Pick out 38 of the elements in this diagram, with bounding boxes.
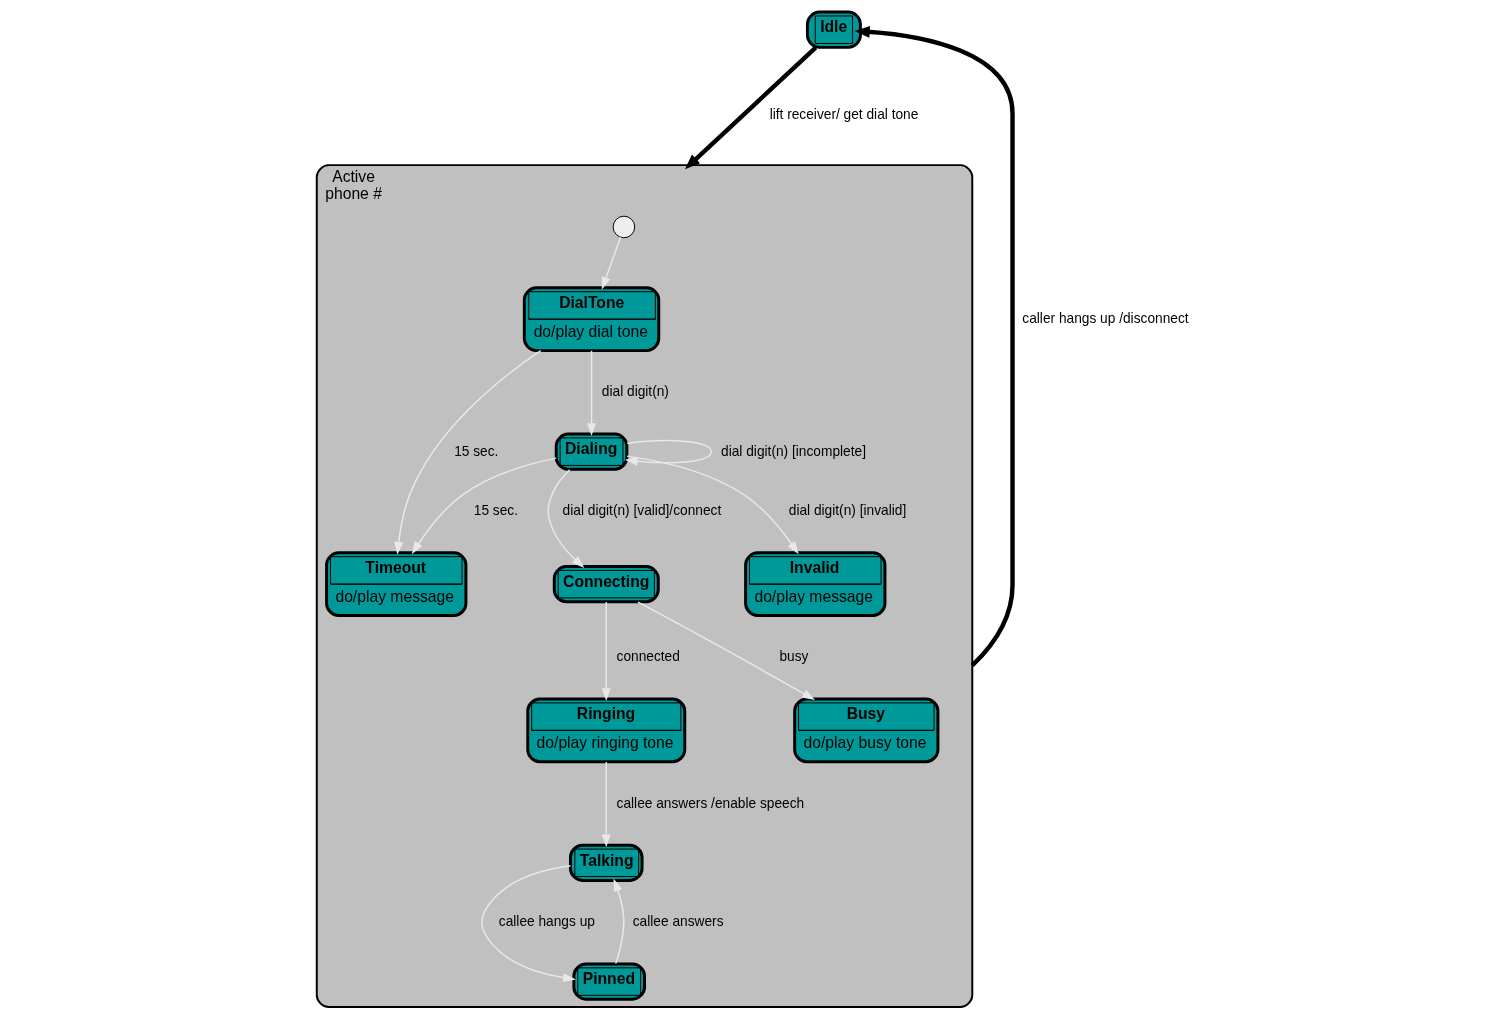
arrow — [854, 25, 1015, 667]
edge-label: connected — [616, 649, 680, 665]
arrow — [481, 865, 576, 983]
edge-label: callee hangs up — [498, 914, 595, 930]
arrow — [601, 761, 611, 848]
edge-label: lift receiver/ get dial tone — [769, 106, 919, 122]
arrow — [624, 439, 712, 466]
arrow — [601, 601, 611, 702]
arrow — [587, 350, 596, 437]
arrow — [547, 468, 585, 568]
node-circle — [612, 215, 636, 239]
node-box: Pinned — [572, 962, 646, 1001]
edge-label: 15 sec. — [454, 443, 499, 459]
edge-label: 15 sec. — [473, 503, 519, 519]
node-box: Invalid do/play message — [744, 551, 887, 618]
arrow — [626, 455, 799, 555]
edge-label: callee answers — [632, 914, 724, 930]
edge-label: dial digit(n) [valid]/connect — [562, 503, 722, 519]
arrow — [637, 601, 815, 701]
edge-label: busy — [779, 649, 809, 665]
edge-label: caller hangs up /disconnect — [1022, 311, 1189, 327]
node-box: Idle — [805, 10, 862, 49]
node-box: DialTone do/play dial tone — [522, 286, 661, 353]
node-box: Timeout do/play message — [325, 551, 468, 618]
node-box: Busy do/play busy tone — [793, 697, 940, 764]
edge-label: callee answers /enable speech — [616, 795, 805, 811]
edge-label: dial digit(n) [invalid] — [788, 503, 907, 519]
edge-label: dial digit(n) — [601, 384, 669, 400]
arrow — [684, 46, 818, 170]
arrow — [411, 457, 557, 555]
arrow — [613, 878, 625, 965]
edge-label: dial digit(n) [incomplete] — [721, 443, 866, 459]
arrow — [601, 236, 622, 290]
node-box: Connecting — [552, 565, 660, 604]
node-box: Dialing — [554, 432, 629, 471]
node-box: Ringing do/play ringing tone — [526, 697, 687, 764]
node-box: Talking — [568, 843, 644, 882]
arrow — [394, 349, 542, 555]
